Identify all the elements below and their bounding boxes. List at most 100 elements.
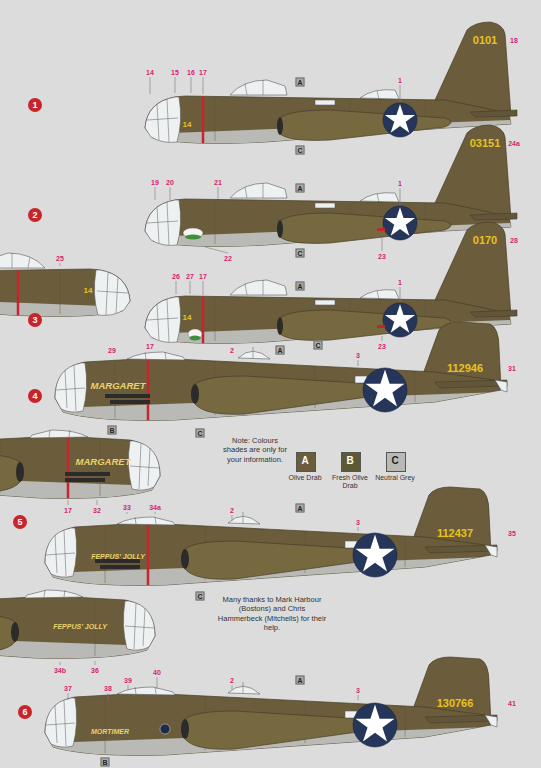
profile-number: 5	[13, 515, 27, 529]
leader-line	[190, 281, 191, 294]
glazing-frame	[245, 84, 247, 95]
callout-number: 41	[508, 700, 516, 707]
glazing-frame	[12, 253, 13, 268]
propeller-hub	[191, 384, 199, 404]
legend-letter: C	[391, 456, 398, 466]
callout-number: 29	[108, 347, 116, 354]
glazing	[0, 253, 45, 268]
glazing-frame	[377, 194, 379, 202]
glazing-frame	[64, 530, 66, 576]
propeller-hub	[277, 317, 283, 335]
glazing-frame	[157, 304, 159, 340]
callout-number: 40	[153, 669, 161, 676]
propeller-hub	[181, 549, 189, 569]
gun-pack	[110, 400, 150, 404]
panel-line	[215, 97, 216, 141]
leader-line	[170, 187, 171, 200]
serial-number: 112946	[447, 363, 483, 374]
engine-nacelle	[185, 711, 373, 749]
callout-number: 33	[123, 504, 131, 511]
callout-number: 34a	[149, 504, 161, 511]
glazing	[127, 352, 185, 360]
panel-line	[105, 695, 106, 753]
glazing-frame	[167, 299, 169, 342]
glazing-frame	[49, 430, 50, 437]
callout-number: 36	[91, 667, 99, 674]
nose-art-text: MARGARET	[76, 457, 131, 467]
callout-number: 3	[356, 352, 360, 359]
tail-plane	[470, 310, 517, 317]
callout-number: 27	[186, 273, 194, 280]
callout-number: 15	[171, 69, 179, 76]
engine-nacelle	[195, 376, 383, 414]
glazing	[117, 687, 175, 695]
glazing-frame	[56, 388, 85, 390]
colour-marker: A	[296, 78, 305, 87]
aircraft-profile	[0, 400, 160, 512]
glazing-frame	[245, 187, 247, 198]
aircraft-profile	[55, 322, 507, 434]
callout-number: 38	[104, 685, 112, 692]
callout-number: 24a	[508, 140, 520, 147]
glazing-frame	[55, 705, 57, 743]
callout-number: 37	[64, 685, 72, 692]
leader-line	[127, 512, 128, 514]
leader-line	[400, 287, 401, 302]
glazing	[145, 200, 181, 245]
aircraft-profile	[45, 487, 497, 599]
callout-number: 17	[64, 507, 72, 514]
glazing-frame	[263, 80, 264, 95]
note-text: Many thanks to Mark Harbour (Bostons) an…	[216, 595, 328, 633]
aircraft-profile	[145, 22, 517, 162]
nose-number: 14	[84, 287, 93, 295]
glazing-frame	[167, 202, 169, 245]
leader-line	[68, 693, 69, 700]
nose-art	[185, 235, 201, 240]
legend-text: Olive Drab	[283, 474, 327, 482]
insignia-star	[385, 304, 415, 333]
engine-nacelle	[280, 310, 451, 340]
leader-line	[218, 187, 219, 199]
panel-line	[60, 270, 61, 314]
glazing	[45, 698, 77, 747]
leader-line	[128, 685, 129, 690]
leader-line	[155, 187, 156, 200]
engine-nacelle	[185, 541, 373, 579]
callout-number: 22	[224, 255, 232, 262]
tail-plane	[470, 110, 517, 117]
glazing-frame	[64, 590, 65, 597]
colour-marker: A	[296, 676, 305, 685]
leader-line	[232, 515, 233, 521]
glazing-frame	[253, 347, 254, 358]
profile-number: 6	[18, 705, 32, 719]
panel-line	[215, 200, 216, 244]
glazing-frame	[44, 590, 45, 597]
glazing-frame	[28, 257, 30, 268]
callout-number: 1	[398, 279, 402, 286]
glazing-frame	[147, 118, 178, 120]
callout-number: 17	[199, 69, 207, 76]
red-marking	[377, 325, 385, 328]
leader-line	[175, 77, 176, 93]
callout-number: 20	[166, 179, 174, 186]
glazing	[230, 80, 287, 95]
nose-art-text: FEPPUS' JOLLY	[91, 553, 145, 560]
glazing-frame	[143, 608, 145, 646]
leader-line	[157, 677, 158, 689]
national-insignia	[383, 206, 417, 240]
callout-number: 32	[93, 507, 101, 514]
gun-pack	[65, 478, 105, 482]
callout-number: 34b	[54, 667, 66, 674]
glazing	[230, 183, 287, 198]
glazing	[128, 441, 160, 490]
panel-line	[405, 536, 406, 567]
nose-art-text: MARGARET	[91, 381, 146, 391]
glazing-frame	[263, 280, 264, 295]
glazing	[360, 193, 399, 202]
callout-number: 18	[510, 37, 518, 44]
callout-number: 21	[214, 179, 222, 186]
colour-marker: C	[196, 592, 205, 601]
glazing	[238, 351, 270, 359]
leader-line	[203, 281, 204, 295]
